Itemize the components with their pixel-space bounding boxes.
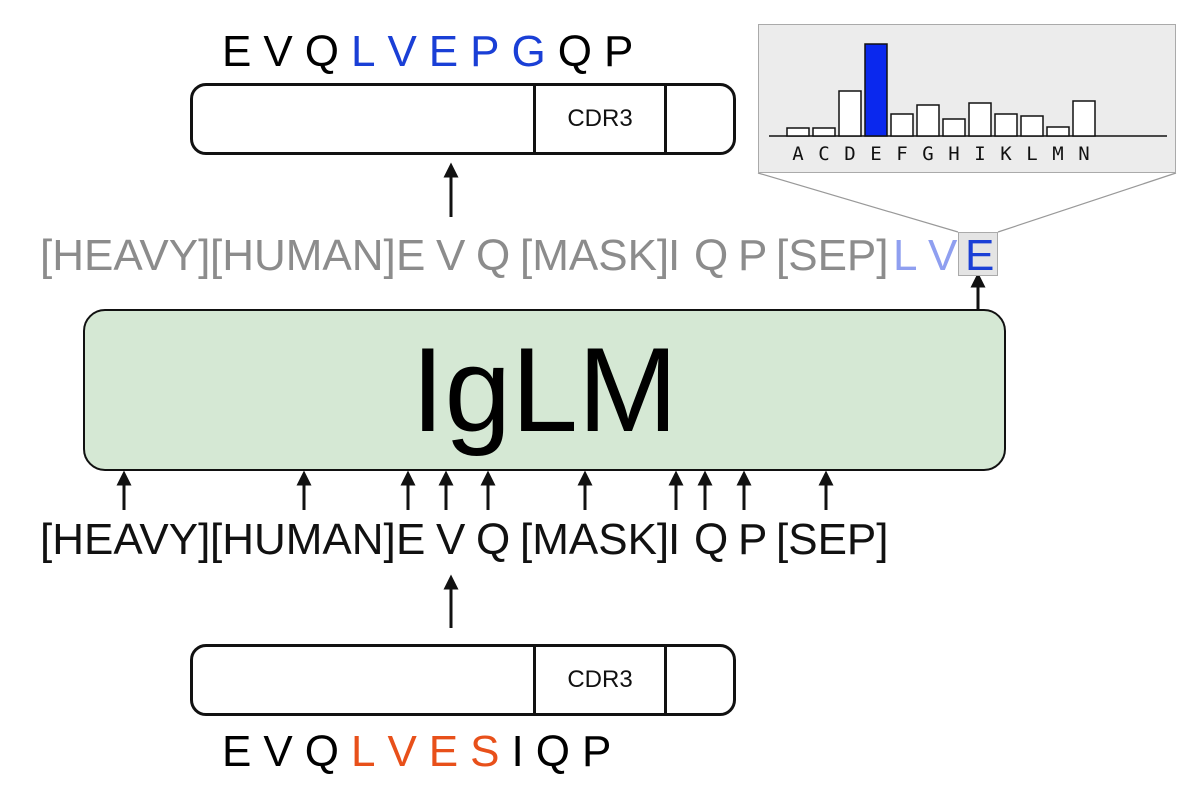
histogram-label: F <box>896 143 908 165</box>
generated-sequence-letter: E <box>428 27 459 76</box>
token: Q <box>476 231 511 280</box>
token: [HUMAN] <box>210 515 396 564</box>
histogram-label: A <box>792 143 804 165</box>
token: [HEAVY] <box>40 231 211 280</box>
histogram-bar-k <box>994 113 1018 137</box>
token: V <box>928 231 958 280</box>
token: [MASK] <box>520 515 670 564</box>
input-sequence-letter: I <box>511 727 524 776</box>
zoom-line-left <box>757 172 959 233</box>
probability-histogram <box>769 43 1167 137</box>
iglm-model-box: IgLM <box>83 309 1006 471</box>
histogram-label: M <box>1052 143 1064 165</box>
token: [SEP] <box>776 231 889 280</box>
histogram-label: E <box>870 143 882 165</box>
token: V <box>436 515 466 564</box>
histogram-label: K <box>1000 143 1012 165</box>
token: Q <box>694 231 729 280</box>
histogram-label: D <box>844 143 856 165</box>
histogram-label: L <box>1026 143 1038 165</box>
histogram-label: H <box>948 143 960 165</box>
generated-cdr3-label: CDR3 <box>567 105 633 132</box>
histogram-bar-c <box>812 127 836 137</box>
input-sequence-letter: L <box>350 727 376 776</box>
histogram-bar-d <box>838 90 862 137</box>
input-sequence-letter: V <box>263 727 293 776</box>
generated-cdr3-region: CDR3 <box>533 83 667 155</box>
token: E <box>396 515 426 564</box>
generated-sequence-letter: V <box>263 27 293 76</box>
histogram-label: G <box>922 143 934 165</box>
input-cdr3-region: CDR3 <box>533 644 667 716</box>
input-antibody-bar <box>190 644 736 716</box>
token: P <box>738 231 768 280</box>
generated-sequence-letter: L <box>350 27 376 76</box>
generated-sequence-letter: G <box>511 27 546 76</box>
token: Q <box>476 515 511 564</box>
zoom-line-right <box>997 172 1177 233</box>
histogram-label: C <box>818 143 830 165</box>
input-sequence-letter: Q <box>535 727 570 776</box>
input-sequence-letter: S <box>470 727 500 776</box>
input-cdr3-label: CDR3 <box>567 666 633 693</box>
generated-antibody-bar <box>190 83 736 155</box>
input-sequence-letter: E <box>428 727 459 776</box>
input-sequence-letter: P <box>581 727 612 776</box>
generated-sequence-letter: E <box>222 27 252 76</box>
generated-sequence-letter: P <box>470 27 500 76</box>
histogram-bar-m <box>1046 126 1070 137</box>
histogram-bar-e <box>864 43 888 137</box>
token: L <box>893 231 918 280</box>
histogram-bar-g <box>916 104 940 137</box>
histogram-bar-i <box>968 102 992 137</box>
generated-sequence-letter: Q <box>557 27 592 76</box>
histogram-label: I <box>974 143 986 165</box>
histogram-bar-l <box>1020 115 1044 137</box>
input-sequence-letter: V <box>387 727 417 776</box>
token: I <box>668 515 681 564</box>
generated-sequence-letter: P <box>603 27 634 76</box>
token: P <box>738 515 768 564</box>
token: [SEP] <box>776 515 889 564</box>
token: [MASK] <box>520 231 670 280</box>
token: I <box>668 231 681 280</box>
token: E <box>965 231 995 280</box>
model-label: IgLM <box>411 323 678 457</box>
histogram-bar-h <box>942 118 966 137</box>
input-sequence-letter: Q <box>304 727 339 776</box>
token: V <box>436 231 466 280</box>
input-sequence-letter: E <box>222 727 252 776</box>
new-token-highlight <box>958 232 998 276</box>
token: [HUMAN] <box>210 231 396 280</box>
token: [HEAVY] <box>40 515 211 564</box>
histogram-bar-f <box>890 113 914 137</box>
histogram-label: N <box>1078 143 1090 165</box>
histogram-bar-a <box>786 127 810 137</box>
token: Q <box>694 515 729 564</box>
token: E <box>396 231 426 280</box>
generated-sequence-letter: Q <box>304 27 339 76</box>
generated-sequence-letter: V <box>387 27 417 76</box>
histogram-bar-n <box>1072 100 1096 137</box>
